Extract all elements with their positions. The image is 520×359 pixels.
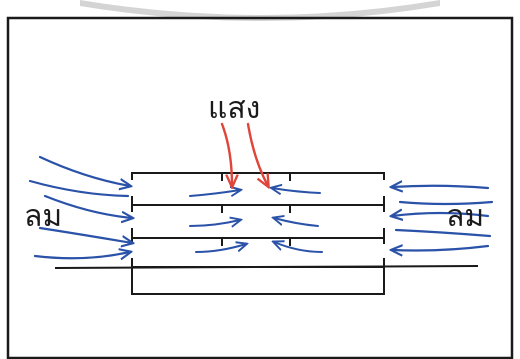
wind-arrow: [33, 252, 130, 258]
light-label: แสง: [208, 91, 260, 126]
wind-arrow: [189, 190, 240, 196]
floor-1: [131, 172, 385, 206]
wind-arrow: [38, 226, 132, 243]
wind-arrow: [392, 246, 490, 251]
wind-arrow: [43, 194, 132, 218]
light-arrow: [220, 122, 232, 186]
wind-label-left: ลม: [24, 199, 62, 234]
floor-3: [131, 237, 385, 268]
wind-label-right: ลม: [446, 199, 484, 234]
partitions: [221, 173, 291, 246]
building: [131, 172, 385, 295]
wind-arrow: [394, 228, 492, 238]
base: [131, 266, 385, 295]
wind-arrow: [398, 200, 494, 206]
wind-arrow: [274, 242, 323, 253]
wind-arrow: [189, 220, 240, 226]
wind-arrow: [195, 244, 246, 253]
wind-arrow: [274, 218, 319, 227]
light-arrow: [246, 122, 268, 186]
wind-arrow: [38, 155, 130, 186]
wind-arrow: [28, 179, 130, 198]
paper-shadow: [80, 0, 440, 21]
wind-arrow: [272, 188, 321, 193]
wind-arrows-right: [392, 186, 494, 251]
floor-2: [131, 204, 385, 239]
wind-arrows-left: [28, 155, 132, 258]
wall-openings: [129, 180, 387, 258]
outer-frame: [6, 16, 514, 359]
light-arrows: [220, 122, 268, 186]
wind-arrow: [392, 186, 490, 188]
wind-arrows-inner: [189, 188, 323, 253]
wind-arrow: [392, 213, 490, 216]
